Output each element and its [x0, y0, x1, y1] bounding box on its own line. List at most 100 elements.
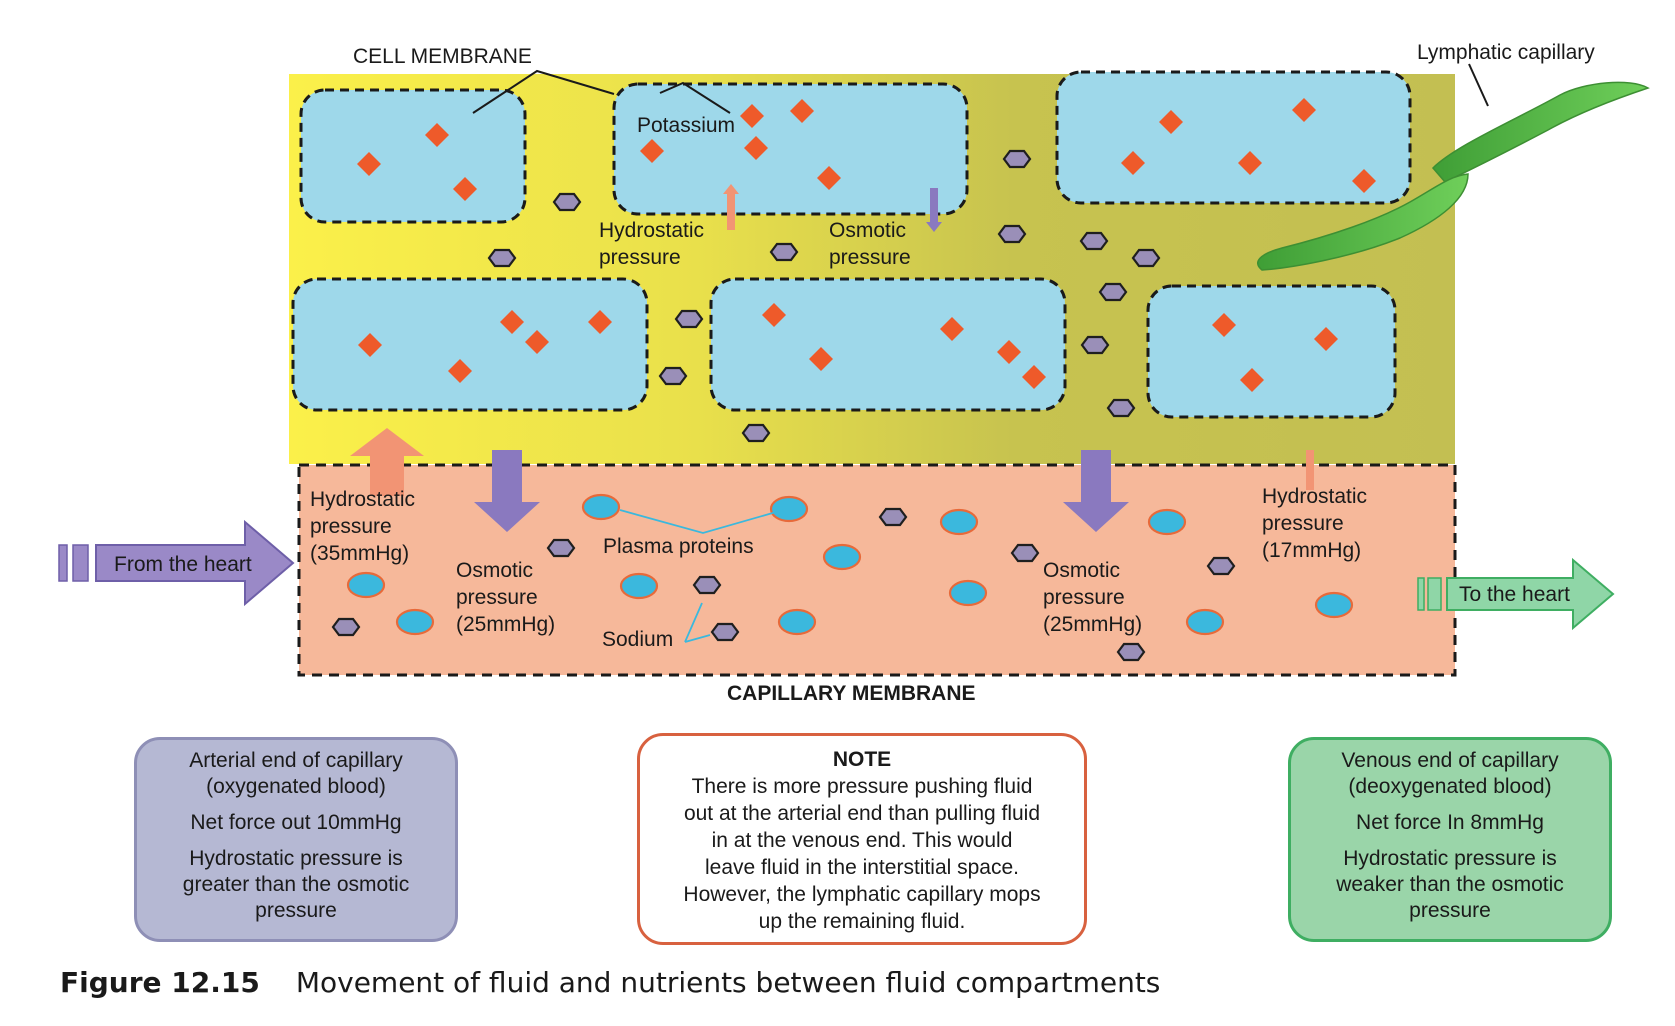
- sodium-ion: [878, 507, 908, 527]
- sodium-ion: [741, 423, 771, 443]
- plasma-protein: [939, 508, 979, 536]
- sodium-ion: [1098, 282, 1128, 302]
- leader-lines: [472, 63, 1489, 643]
- small-hydrostatic-arrow: [727, 192, 735, 230]
- note-box: NOTE There is more pressure pushing flui…: [637, 733, 1087, 945]
- diagram-labels: CELL MEMBRANE Lymphatic capillary Potass…: [114, 41, 1595, 705]
- sodium-ion: [997, 224, 1027, 244]
- sodium-ion: [1010, 543, 1040, 563]
- note-line-2: out at the arterial end than pulling flu…: [683, 802, 1041, 825]
- venous-osmotic-line2: pressure: [1043, 586, 1125, 609]
- plasma-protein: [619, 572, 659, 600]
- sodium-ion: [1106, 398, 1136, 418]
- arterial-net-force: Net force out 10mmHg: [190, 811, 402, 834]
- figure-number: Figure 12.15: [60, 966, 260, 999]
- arterial-expl-3: pressure: [255, 899, 337, 922]
- sodium-ion: [1116, 642, 1146, 662]
- arterial-explanation: Hydrostatic pressure is greater than the …: [137, 846, 455, 924]
- small-osmotic-arrow: [930, 188, 938, 224]
- sodium-ion: [710, 622, 740, 642]
- lymphatic-capillary-label: Lymphatic capillary: [1417, 41, 1595, 64]
- venous-osmotic-line3: (25mmHg): [1043, 613, 1142, 636]
- plasma-proteins-label: Plasma proteins: [603, 535, 754, 558]
- plasma-protein: [581, 493, 621, 521]
- to-heart-label: To the heart: [1459, 583, 1570, 606]
- small-osmotic-arrowhead: [926, 222, 942, 232]
- arterial-hydrostatic-line3: (35mmHg): [310, 542, 409, 565]
- sodium-ion: [769, 242, 799, 262]
- sodium-ion: [1002, 149, 1032, 169]
- arterial-expl-1: Hydrostatic pressure is: [189, 847, 403, 870]
- plasma-protein: [948, 579, 988, 607]
- capillary: [297, 463, 1457, 677]
- potassium-label: Potassium: [637, 114, 735, 137]
- arterial-title: Arterial end of capillary: [189, 749, 403, 772]
- arterial-box-line: Arterial end of capillary (oxygenated blo…: [137, 748, 455, 800]
- sodium-ion: [1206, 556, 1236, 576]
- venous-box-heading: Venous end of capillary (deoxygenated blo…: [1291, 748, 1609, 800]
- arterial-subtitle: (oxygenated blood): [206, 775, 386, 798]
- arterial-hydrostatic-arrow: [350, 428, 424, 496]
- venous-expl-2: weaker than the osmotic: [1336, 873, 1564, 896]
- note-title: NOTE: [832, 748, 892, 771]
- sodium-ion: [552, 192, 582, 212]
- venous-title: Venous end of capillary: [1341, 749, 1559, 772]
- plasma-protein: [822, 543, 862, 571]
- cell-6: [1146, 284, 1397, 419]
- hydrostatic-top-line2: pressure: [599, 246, 681, 269]
- plasma-protein: [1185, 608, 1225, 636]
- arterial-osmotic-arrow: [474, 450, 540, 532]
- arterial-expl-2: greater than the osmotic: [182, 873, 410, 896]
- plasma-protein: [395, 608, 435, 636]
- venous-hydrostatic-line1: Hydrostatic: [1262, 485, 1367, 508]
- arterial-osmotic-line2: pressure: [456, 586, 538, 609]
- cell-5: [709, 277, 1067, 412]
- plasma-protein: [769, 495, 809, 523]
- sodium-ion: [331, 617, 361, 637]
- cell-3: [1055, 70, 1412, 205]
- from-heart-label: From the heart: [114, 553, 252, 576]
- note-line-3: in at the venous end. This would: [711, 829, 1013, 852]
- plasma-protein: [777, 608, 817, 636]
- cell-4: [291, 277, 649, 412]
- sodium-ion: [1079, 231, 1109, 251]
- plasma-protein: [346, 571, 386, 599]
- cell-2: [612, 82, 969, 216]
- small-hydrostatic-arrowhead: [723, 184, 739, 194]
- osmotic-top-line1: Osmotic: [829, 219, 906, 242]
- sodium-ion: [692, 575, 722, 595]
- venous-end-box: Venous end of capillary (deoxygenated blo…: [1288, 737, 1612, 942]
- to-heart-arrow: [1417, 557, 1615, 631]
- venous-expl-1: Hydrostatic pressure is: [1343, 847, 1557, 870]
- note-line-6: up the remaining fluid.: [758, 910, 966, 933]
- arterial-osmotic-line1: Osmotic: [456, 559, 533, 582]
- sodium-ion: [487, 248, 517, 268]
- venous-hydrostatic-line2: pressure: [1262, 512, 1344, 535]
- sodium-ion: [1080, 335, 1110, 355]
- capillary-membrane-label: CAPILLARY MEMBRANE: [727, 682, 976, 705]
- venous-net-force: Net force In 8mmHg: [1356, 811, 1544, 834]
- venous-osmotic-line1: Osmotic: [1043, 559, 1120, 582]
- sodium-ion: [546, 538, 576, 558]
- arterial-end-box: Arterial end of capillary (oxygenated blo…: [134, 737, 458, 942]
- hydrostatic-top-line1: Hydrostatic: [599, 219, 704, 242]
- venous-explanation: Hydrostatic pressure is weaker than the o…: [1291, 846, 1609, 924]
- sodium-ion: [674, 309, 704, 329]
- note-line-5: However, the lymphatic capillary mops: [683, 883, 1041, 906]
- arterial-hydrostatic-line2: pressure: [310, 515, 392, 538]
- osmotic-top-line2: pressure: [829, 246, 911, 269]
- venous-hydrostatic-arrow: [1306, 450, 1314, 490]
- lymphatic-capillary: [1257, 81, 1650, 271]
- venous-hydrostatic-line3: (17mmHg): [1262, 539, 1361, 562]
- note-line-1: There is more pressure pushing fluid: [691, 775, 1033, 798]
- note-line-4: leave fluid in the interstitial space.: [704, 856, 1019, 879]
- sodium-label: Sodium: [602, 628, 673, 651]
- venous-subtitle: (deoxygenated blood): [1348, 775, 1552, 798]
- sodium-ion: [1131, 248, 1161, 268]
- arterial-hydrostatic-line1: Hydrostatic: [310, 488, 415, 511]
- venous-osmotic-arrow: [1063, 450, 1129, 532]
- cell-1: [299, 88, 527, 224]
- plasma-protein: [1314, 591, 1354, 619]
